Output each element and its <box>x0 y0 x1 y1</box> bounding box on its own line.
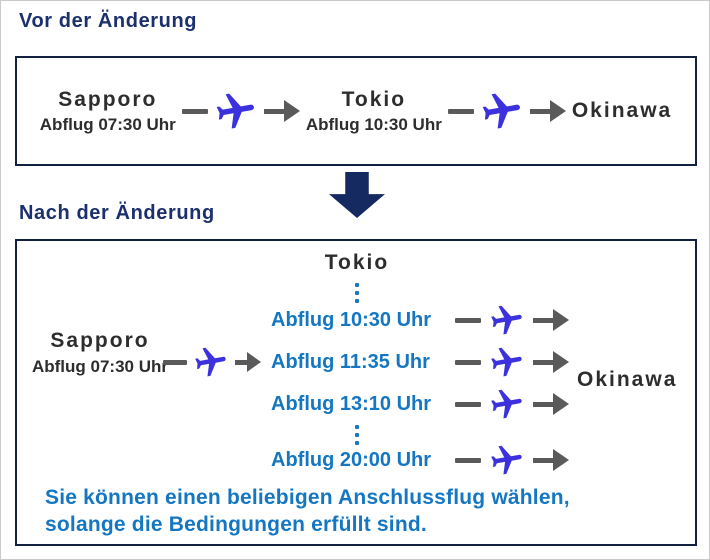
before-hub-time: Abflug 10:30 Uhr <box>305 114 442 134</box>
airplane-icon <box>216 93 254 129</box>
before-change-box: Sapporo Abflug 07:30 Uhr Tokio Abflug 10… <box>15 56 697 166</box>
after-origin-stop: Sapporo Abflug 07:30 Uhr <box>19 329 181 377</box>
before-hub-stop: Tokio Abflug 10:30 Uhr <box>306 88 442 135</box>
after-change-box: Tokio Sapporo Abflug 07:30 Uhr Abflug 10… <box>15 239 697 546</box>
dash-line <box>181 108 208 114</box>
connection-option-time: Abflug 20:00 Uhr <box>271 448 432 471</box>
dash-line <box>455 401 481 407</box>
dash-line <box>163 359 187 365</box>
connection-option-time: Abflug 11:35 Uhr <box>271 350 430 373</box>
connection-option-time: Abflug 13:10 Uhr <box>271 392 432 415</box>
before-connector-2 <box>447 89 566 133</box>
connection-option-row: Abflug 11:35 Uhr <box>271 346 569 378</box>
airplane-icon <box>195 347 226 377</box>
before-change-heading: Vor der Änderung <box>19 10 198 32</box>
before-origin-time: Abflug 07:30 Uhr <box>39 114 176 134</box>
connection-option-time: Abflug 10:30 Uhr <box>271 308 432 331</box>
connection-option-row: Abflug 13:10 Uhr <box>271 388 569 420</box>
right-arrow-icon <box>533 449 569 471</box>
after-origin-time: Abflug 07:30 Uhr <box>31 357 169 376</box>
before-hub-city: Tokio <box>341 87 407 111</box>
dash-line <box>447 108 474 114</box>
connection-option-row: Abflug 20:00 Uhr <box>271 444 569 476</box>
note-line-2: solange die Bedingungen erfüllt sind. <box>45 513 427 536</box>
before-origin-city: Sapporo <box>58 87 158 111</box>
before-destination-stop: Okinawa <box>572 99 672 123</box>
airplane-icon <box>482 93 520 129</box>
note-line-1: Sie können einen beliebigen Anschlussflu… <box>45 486 570 509</box>
right-arrow-icon <box>529 100 566 122</box>
before-connector-1 <box>181 89 300 133</box>
airplane-icon <box>491 305 522 335</box>
after-destination-city: Okinawa <box>577 368 678 391</box>
dash-line <box>455 457 481 463</box>
down-arrow-icon <box>329 172 385 218</box>
right-arrow-icon <box>235 352 261 372</box>
right-arrow-icon <box>533 393 569 415</box>
after-origin-connector <box>163 345 261 379</box>
right-arrow-icon <box>533 309 569 331</box>
right-arrow-icon <box>263 100 300 122</box>
connection-option-row: Abflug 10:30 Uhr <box>271 304 569 336</box>
after-hub-city: Tokio <box>324 251 390 274</box>
right-arrow-icon <box>533 351 569 373</box>
airplane-icon <box>491 445 522 475</box>
airplane-icon <box>491 347 522 377</box>
after-change-heading: Nach der Änderung <box>19 202 215 224</box>
note-text: Sie können einen beliebigen Anschlussflu… <box>45 484 570 538</box>
after-origin-city: Sapporo <box>50 329 150 352</box>
dash-line <box>455 359 481 365</box>
airplane-icon <box>491 389 522 419</box>
before-destination-city: Okinawa <box>571 99 673 122</box>
vertical-dots-icon <box>354 283 360 303</box>
dash-line <box>455 317 481 323</box>
before-origin-stop: Sapporo Abflug 07:30 Uhr <box>40 88 176 135</box>
vertical-dots-icon <box>354 425 360 445</box>
